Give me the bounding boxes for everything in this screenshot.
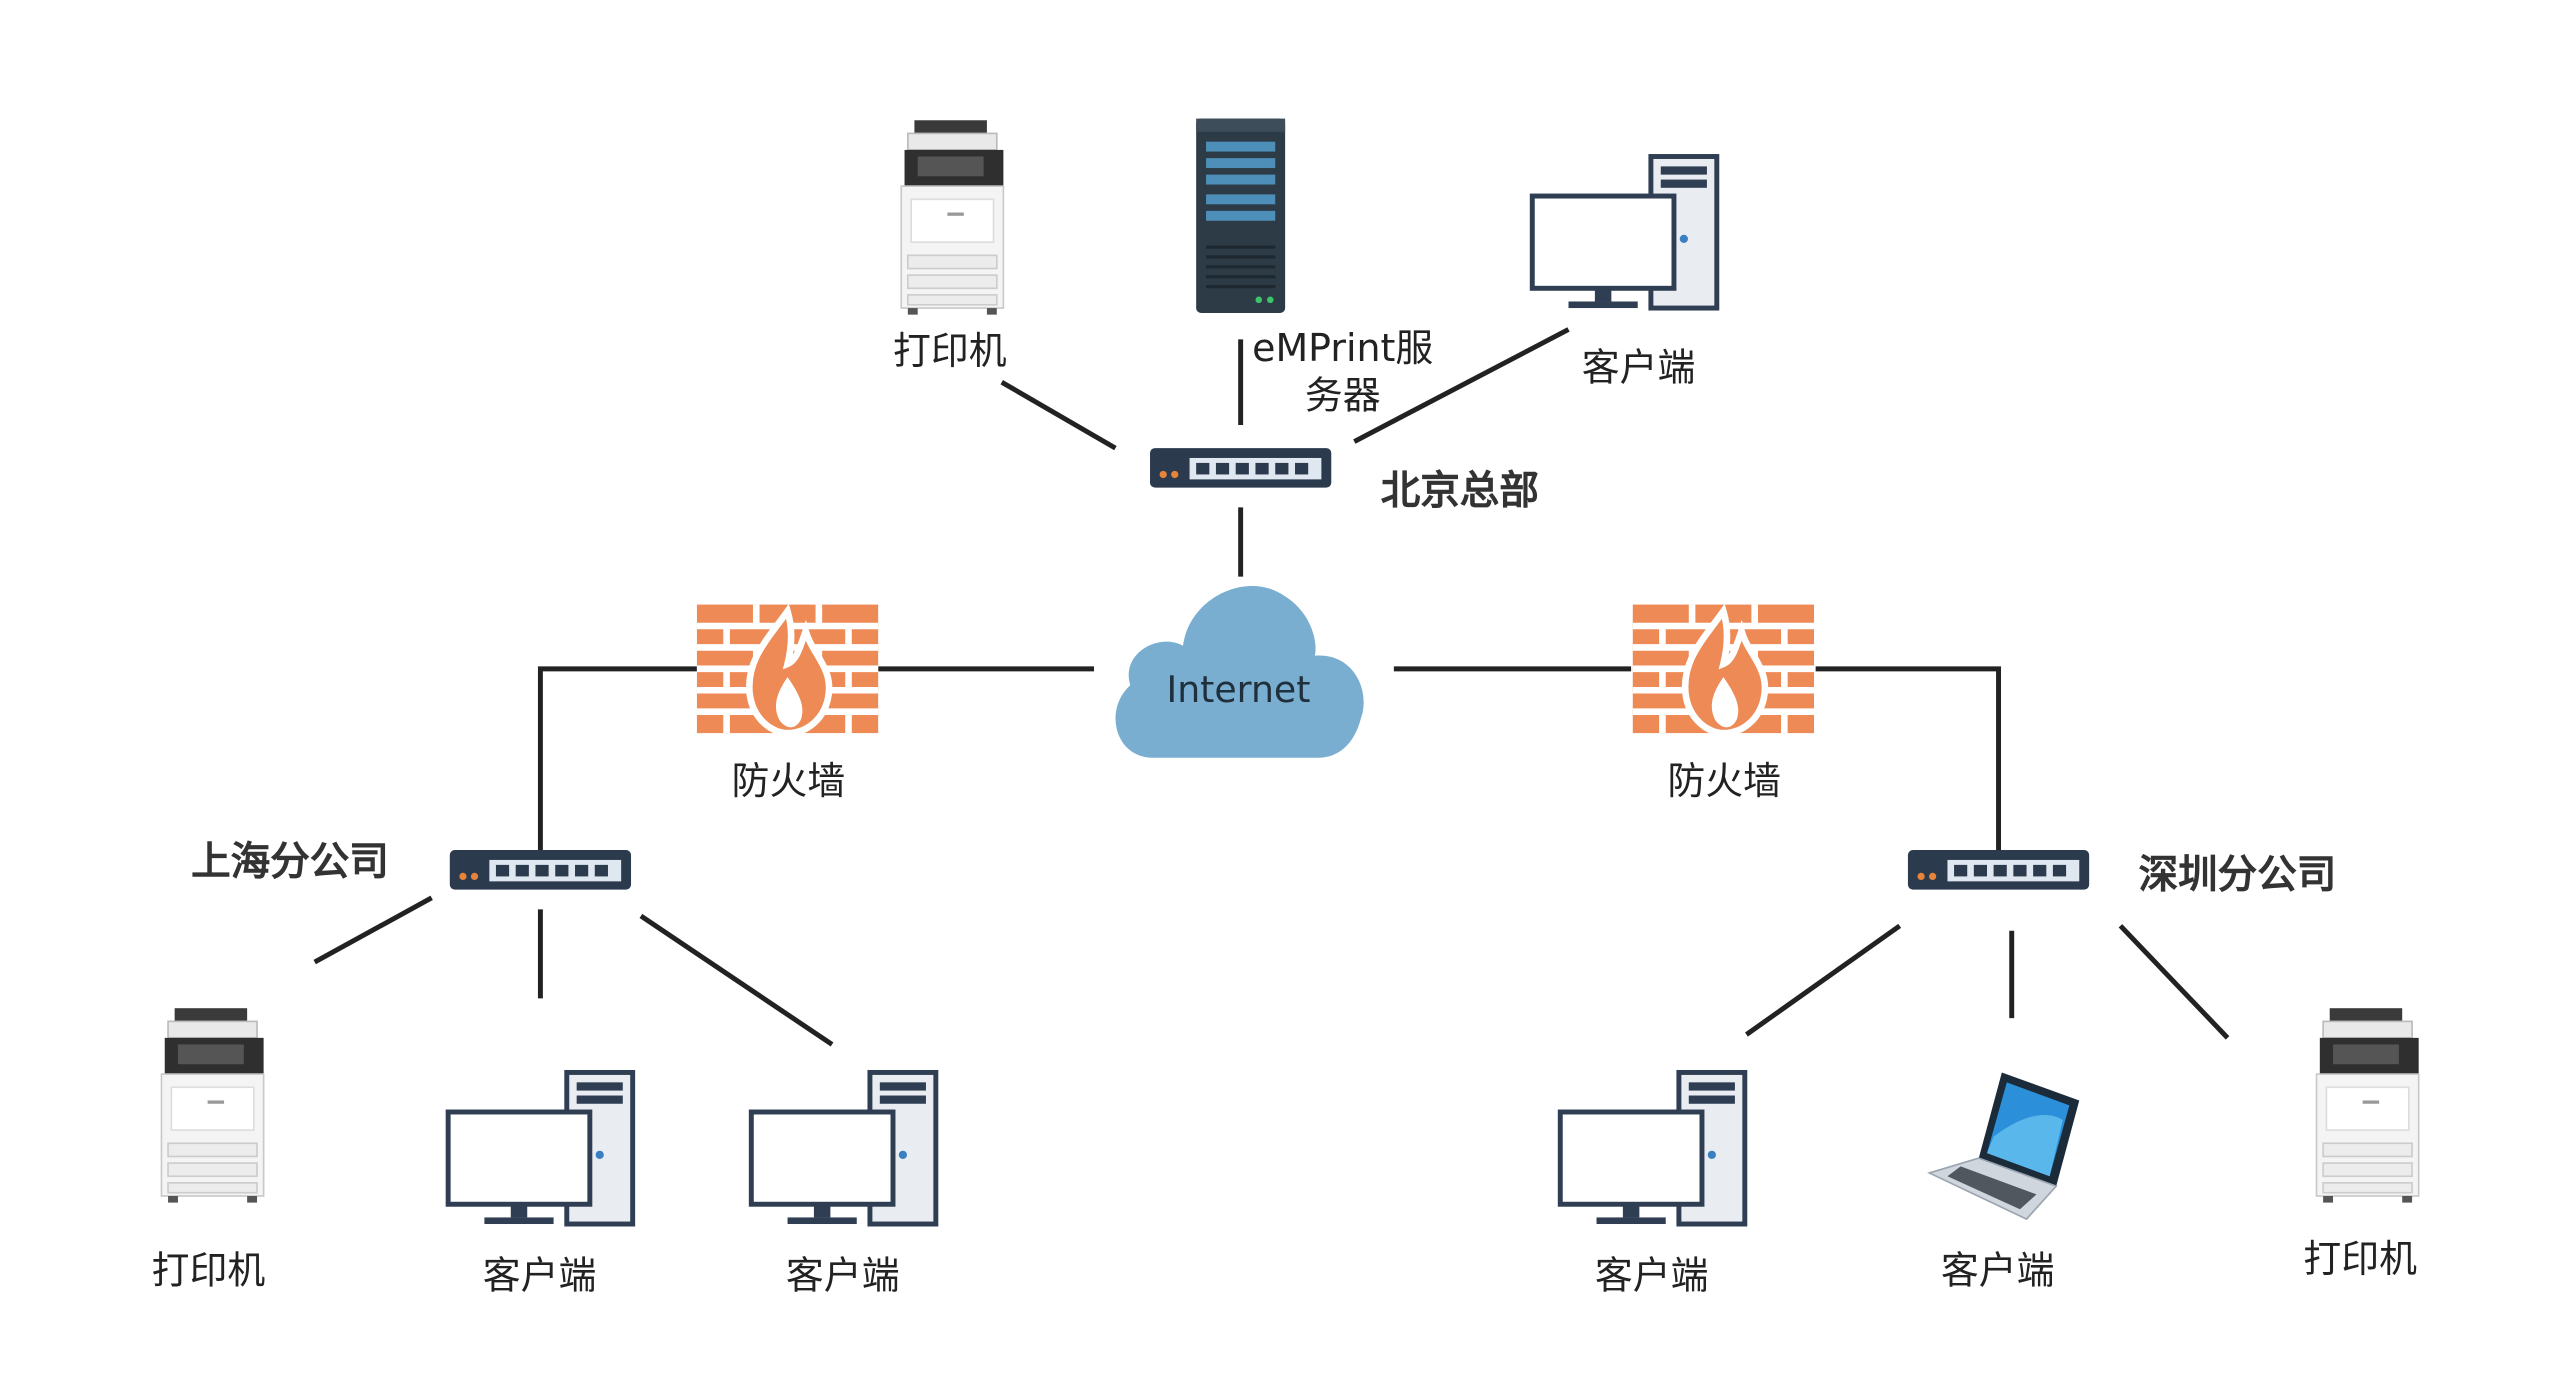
shenzhen-name-label: 深圳分公司 (2138, 851, 2337, 898)
connection-lines (313, 327, 2230, 1047)
shanghai-network-switch-icon (449, 850, 632, 890)
shanghai-desktop-computer-icon-1 (448, 1072, 633, 1224)
server-icon (1196, 118, 1286, 314)
left-firewall-icon (697, 605, 878, 733)
internet-label: Internet (1166, 670, 1311, 712)
server-label-line2: 务器 (1304, 375, 1381, 419)
right-firewall-label: 防火墙 (1667, 761, 1782, 804)
shanghai-desktop-computer-icon-2 (751, 1072, 936, 1224)
shanghai-client1-label: 客户端 (482, 1255, 597, 1299)
shanghai-printer-label: 打印机 (151, 1250, 266, 1294)
shenzhen-printer-label: 打印机 (2303, 1238, 2418, 1282)
shenzhen-network-switch-icon (1907, 850, 2090, 890)
cloud-icon (1115, 585, 1364, 758)
hq-printer-label: 打印机 (892, 331, 1007, 374)
shenzhen-desktop-computer-icon (1560, 1072, 1745, 1224)
server-label-line1: eMPrint服 (1252, 327, 1434, 371)
shanghai-client2-label: 客户端 (785, 1255, 900, 1299)
shenzhen-laptop-label: 客户端 (1940, 1250, 2055, 1294)
shenzhen-printer-icon (2315, 1007, 2420, 1204)
hq-client-label: 客户端 (1581, 347, 1696, 391)
hq-name-label: 北京总部 (1380, 467, 1539, 514)
left-firewall-label: 防火墙 (731, 761, 846, 804)
shenzhen-client-label: 客户端 (1594, 1255, 1709, 1299)
hq-desktop-computer-icon (1532, 157, 1717, 309)
hq-network-switch-icon (1150, 448, 1332, 488)
shanghai-printer-icon (160, 1007, 265, 1204)
hq-printer-icon (900, 119, 1005, 316)
shanghai-name-label: 上海分公司 (191, 838, 389, 885)
laptop-icon (1927, 1072, 2080, 1221)
right-firewall-icon (1633, 605, 1814, 733)
